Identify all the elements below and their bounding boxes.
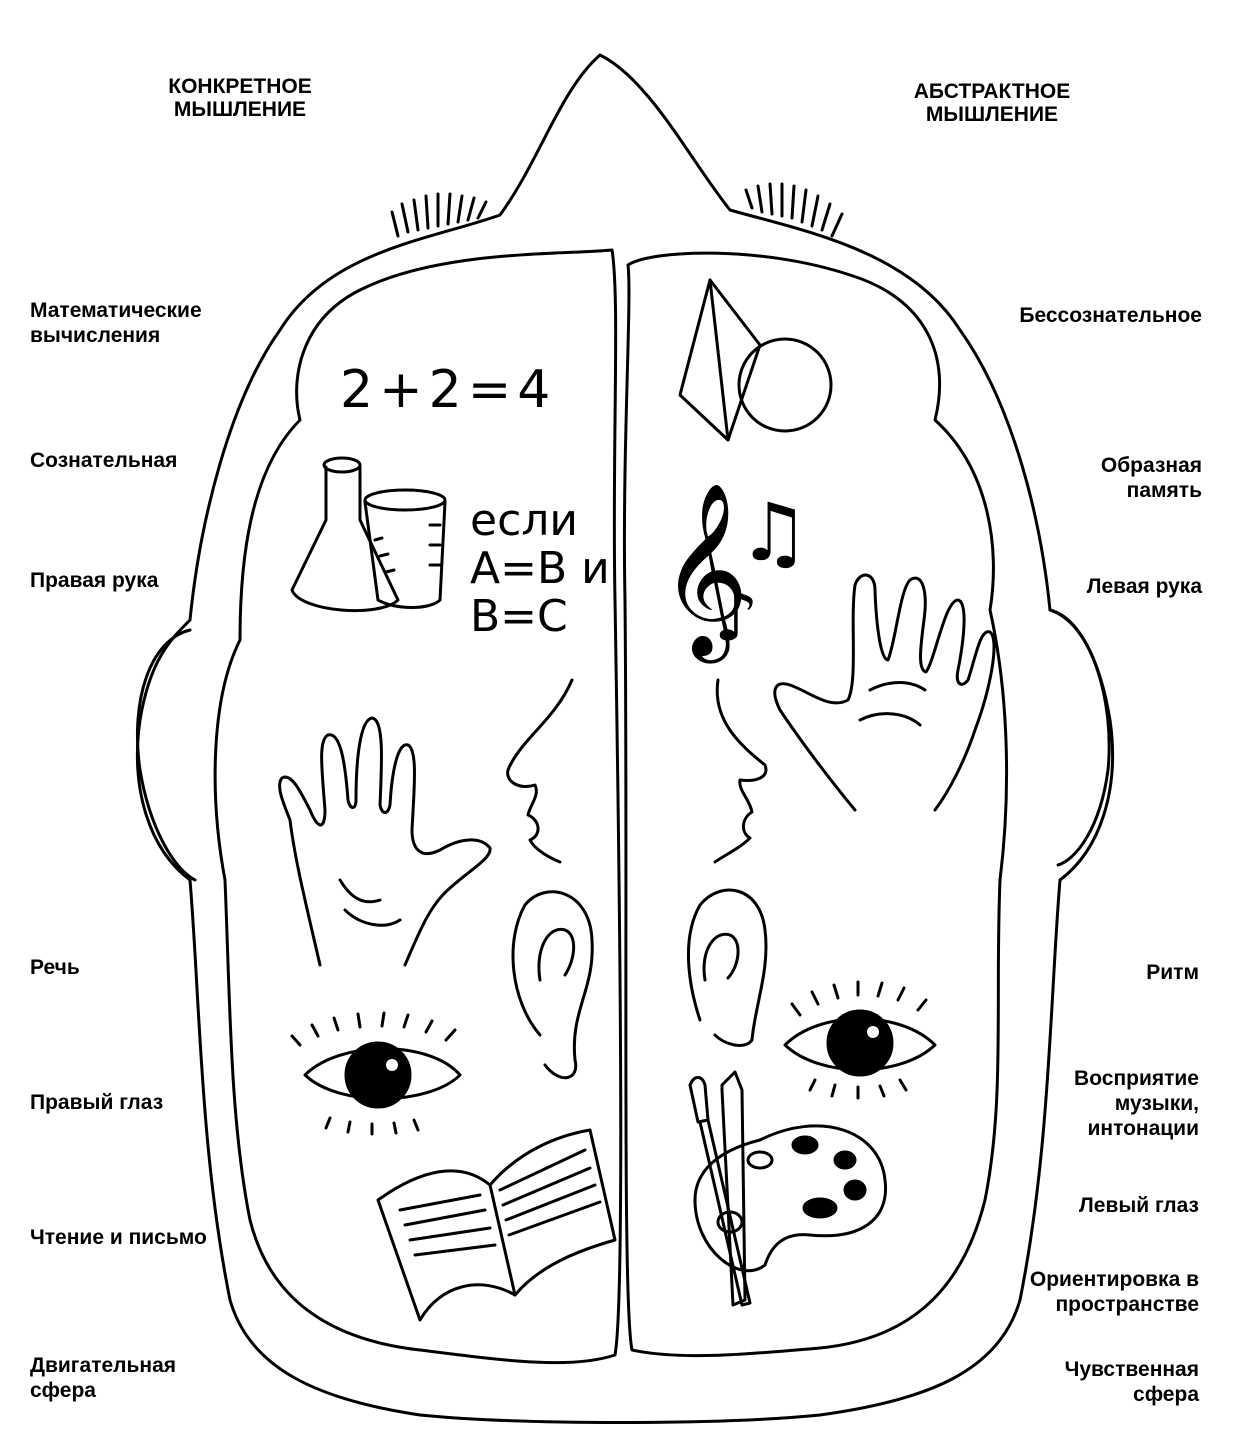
ear-icon <box>686 888 768 1047</box>
svg-text:♫: ♫ <box>738 486 810 579</box>
logic-text-line2: A=B и <box>470 543 610 594</box>
label-conscious: Сознательная <box>30 449 178 472</box>
left-hand-icon <box>773 573 996 812</box>
label-left-hand: Левая рука <box>1086 575 1202 598</box>
label-speech: Речь <box>30 956 80 979</box>
label-reading-writing: Чтение и письмо <box>30 1226 207 1249</box>
head-outline <box>136 53 1114 1424</box>
label-right-eye: Правый глаз <box>30 1091 164 1114</box>
right-ear-outline <box>1048 608 1111 867</box>
title-abstract-thinking: АБСТРАКТНОЕ МЫШЛЕНИЕ <box>913 80 1071 126</box>
label-rhythm: Ритм <box>1146 961 1199 984</box>
svg-text:♪: ♪ <box>714 575 759 657</box>
music-notes-icon: ♫ ♪ <box>714 486 810 657</box>
nose-mouth-profile-icon <box>506 678 574 864</box>
label-motor-sphere: Двигательная сфера <box>30 1354 177 1402</box>
label-math: Математические вычисления <box>30 299 202 347</box>
pyramid-icon <box>678 278 762 442</box>
label-left-eye: Левый глаз <box>1079 1194 1199 1217</box>
right-hair-tuft <box>744 182 844 238</box>
logic-text-line1: если <box>470 495 578 546</box>
label-right-hand: Правая рука <box>30 569 159 592</box>
left-hair-tuft <box>390 192 488 238</box>
logic-text-line3: B=C <box>470 591 568 642</box>
label-unconscious: Бессознательное <box>1019 304 1202 327</box>
label-music-perception: Восприятие музыки, интонации <box>1074 1067 1199 1140</box>
flask-icon <box>290 456 400 613</box>
eye-icon <box>290 1011 462 1136</box>
nose-mouth-profile-icon <box>713 678 768 864</box>
open-book-icon <box>376 1128 617 1322</box>
equation-icon: 2+2=4 <box>340 360 557 420</box>
treble-clef-icon: 𝄞 <box>660 482 749 664</box>
beaker-icon <box>363 488 447 609</box>
right-hemisphere-outline <box>622 251 1009 1358</box>
eye-icon <box>783 980 937 1100</box>
ear-icon <box>511 890 594 1080</box>
palette-icon <box>693 1124 888 1273</box>
left-ear-outline <box>136 628 197 882</box>
label-spatial-orientation: Ориентировка в пространстве <box>1029 1268 1199 1316</box>
title-concrete-thinking: КОНКРЕТНОЕ МЫШЛЕНИЕ <box>168 75 312 121</box>
label-imagery-memory: Образная память <box>1100 454 1202 502</box>
label-sensory-sphere: Чувственная сфера <box>1064 1358 1199 1406</box>
circle-icon <box>737 337 833 433</box>
right-hand-icon <box>278 716 492 967</box>
left-hemisphere-outline <box>213 248 623 1365</box>
